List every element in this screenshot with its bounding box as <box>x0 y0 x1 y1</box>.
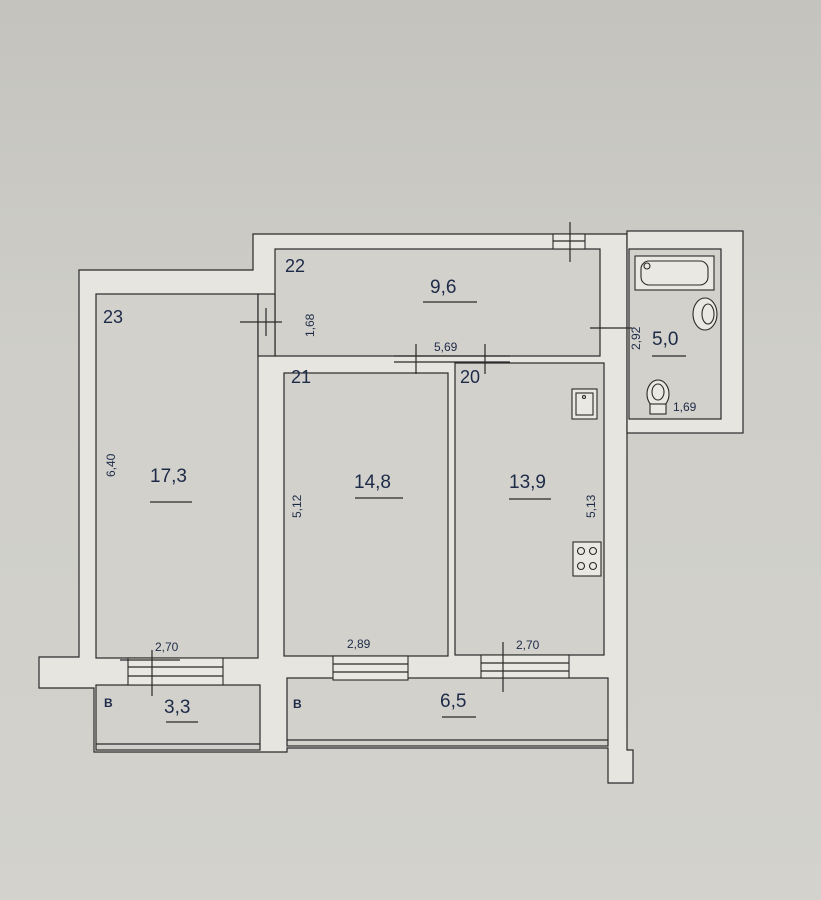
balcony-right-label: B <box>293 697 302 711</box>
room-20-width-dim: 2,70 <box>516 638 540 652</box>
room-21-height-dim: 5,12 <box>290 494 304 518</box>
bath-width-dim: 1,69 <box>673 400 697 414</box>
balcony-left-area: 3,3 <box>164 697 190 718</box>
toilet-icon <box>646 379 670 415</box>
room-22-width-dim: 5,69 <box>434 340 458 354</box>
room-20-area: 13,9 <box>509 472 546 493</box>
bath-area: 5,0 <box>652 329 678 350</box>
stove-icon <box>572 541 602 577</box>
room-22-number: 22 <box>285 256 305 276</box>
room-22-height-dim: 1,68 <box>303 313 317 337</box>
room-22-area: 9,6 <box>430 277 456 298</box>
room-20-number: 20 <box>460 367 480 387</box>
bath-height-dim: 2,92 <box>629 326 643 350</box>
room-23-area: 17,3 <box>150 466 187 487</box>
room-23 <box>95 293 259 659</box>
room-21-area: 14,8 <box>354 472 391 493</box>
room-21-width-dim: 2,89 <box>347 637 371 651</box>
room-20-height-dim: 5,13 <box>584 494 598 518</box>
window-left <box>127 657 224 686</box>
bathtub-icon <box>634 255 715 291</box>
room-23-width-dim: 2,70 <box>155 640 179 654</box>
room-23-number: 23 <box>103 307 123 327</box>
window-middle <box>332 655 409 681</box>
balcony-right-area: 6,5 <box>440 691 466 712</box>
window-right <box>480 654 570 679</box>
kitchen-sink-icon <box>571 388 598 420</box>
sink-icon <box>692 297 718 331</box>
balcony-left <box>95 684 261 751</box>
room-21 <box>283 372 449 657</box>
room-23-height-dim: 6,40 <box>104 453 118 477</box>
room-21-number: 21 <box>291 367 311 387</box>
balcony-right <box>286 677 609 747</box>
window-top <box>552 233 586 250</box>
balcony-left-label: B <box>104 696 113 710</box>
